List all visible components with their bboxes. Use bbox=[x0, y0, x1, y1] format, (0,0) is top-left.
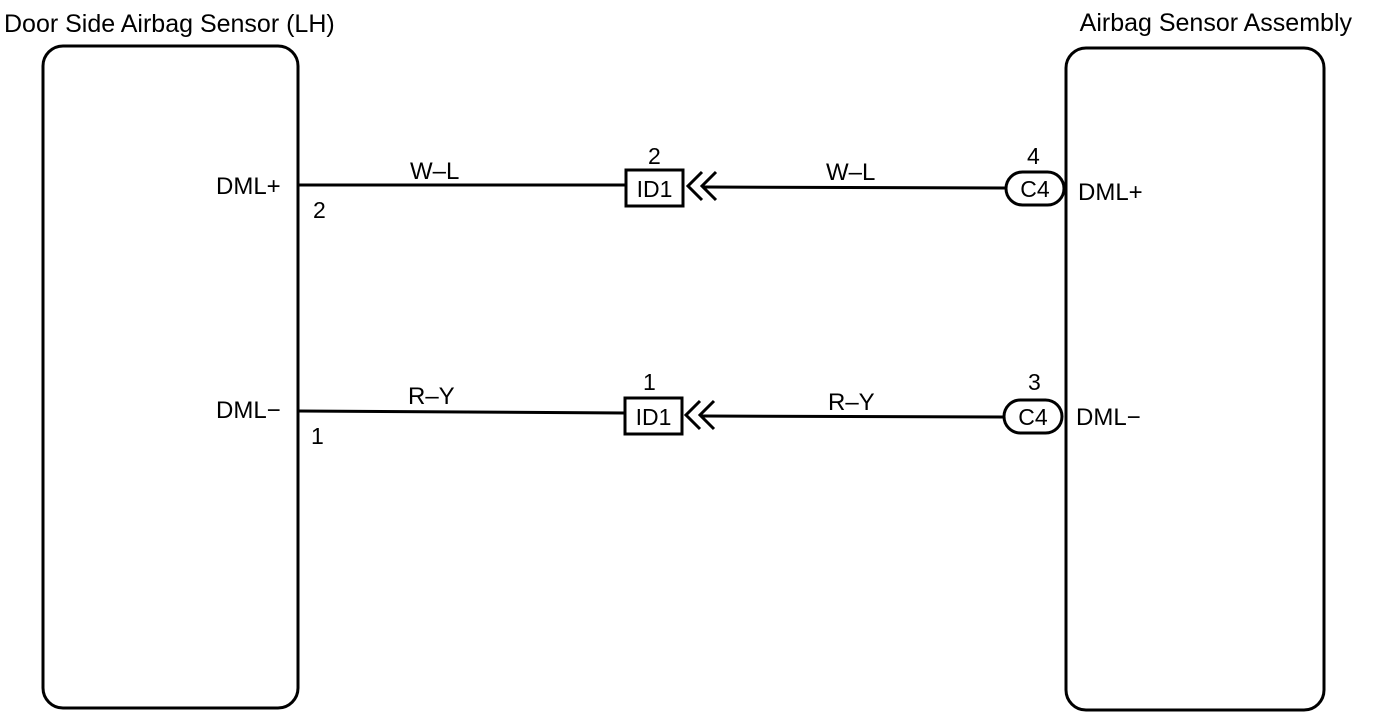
wire-color-label-bottom-right: R–Y bbox=[828, 389, 875, 416]
right-component-title: Airbag Sensor Assembly bbox=[1080, 9, 1353, 37]
left-component-title: Door Side Airbag Sensor (LH) bbox=[4, 10, 335, 38]
junction-bottom-pin: 1 bbox=[643, 369, 656, 395]
left-terminal-minus-label: DML− bbox=[216, 397, 281, 424]
wire-bottom-right bbox=[701, 414, 1005, 419]
right-terminal-plus-label: DML+ bbox=[1078, 179, 1143, 206]
wire-color-label-top-left: W–L bbox=[410, 158, 459, 185]
wire-bottom-left bbox=[297, 409, 626, 415]
left-component-box bbox=[41, 44, 300, 710]
connector-chevron-bottom-icon bbox=[683, 399, 716, 431]
right-connector-plus-label: C4 bbox=[1020, 176, 1050, 202]
wire-color-label-bottom-left: R–Y bbox=[408, 383, 455, 410]
right-connector-minus bbox=[1002, 398, 1064, 435]
junction-connector-bottom bbox=[623, 396, 684, 436]
right-connector-minus-label: C4 bbox=[1018, 404, 1048, 430]
junction-connector-bottom-label: ID1 bbox=[636, 404, 672, 430]
junction-top-pin: 2 bbox=[648, 143, 661, 169]
left-terminal-plus-pin: 2 bbox=[313, 197, 326, 223]
junction-connector-top bbox=[624, 168, 685, 208]
right-connector-plus bbox=[1004, 170, 1066, 207]
junction-connector-top-label: ID1 bbox=[637, 176, 673, 202]
left-terminal-minus-pin: 1 bbox=[311, 423, 324, 449]
connector-chevron-top-icon bbox=[685, 170, 718, 202]
right-terminal-minus-pin: 3 bbox=[1028, 369, 1041, 395]
right-terminal-plus-pin: 4 bbox=[1027, 143, 1040, 169]
right-component-box bbox=[1064, 46, 1326, 712]
wire-top-right bbox=[703, 185, 1007, 190]
wire-color-label-top-right: W–L bbox=[826, 159, 875, 186]
left-terminal-plus-label: DML+ bbox=[216, 173, 281, 200]
right-terminal-minus-label: DML− bbox=[1076, 404, 1141, 431]
